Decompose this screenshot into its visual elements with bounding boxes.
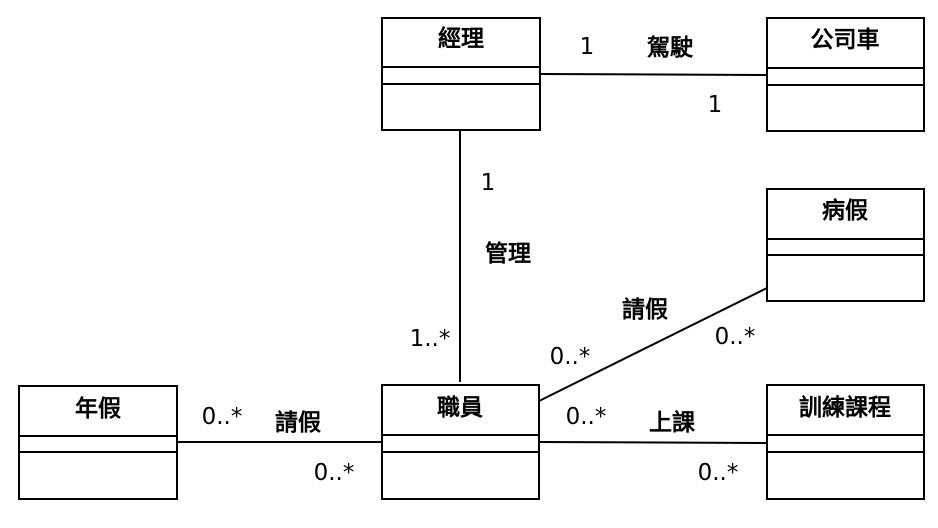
drive-association-name: 駕駛 — [647, 34, 694, 61]
class-employee[interactable]: 職員 — [381, 384, 540, 500]
drive-association-line — [539, 73, 768, 76]
class-company-car-name: 公司車 — [811, 27, 880, 53]
drive-mult-manager: 1 — [580, 34, 595, 60]
attend-association-name: 上課 — [649, 409, 696, 436]
annual-request-mult-employee: 0..* — [314, 460, 355, 486]
class-company-car[interactable]: 公司車 — [766, 17, 925, 132]
class-manager[interactable]: 經理 — [381, 17, 541, 131]
annual-request-association-name: 請假 — [275, 409, 321, 436]
drive-mult-car: 1 — [708, 92, 723, 118]
class-employee-name: 職員 — [437, 394, 483, 421]
training-association-line — [538, 441, 768, 444]
class-sick-leave-name: 病假 — [822, 197, 868, 224]
class-manager-name: 經理 — [438, 25, 484, 52]
sick-request-mult-employee: 0..* — [550, 344, 591, 370]
class-sick-leave[interactable]: 病假 — [766, 188, 925, 302]
class-training-course[interactable]: 訓練課程 — [766, 384, 925, 500]
manage-mult-employee: 1..* — [410, 326, 451, 352]
manage-mult-manager: 1 — [481, 170, 496, 196]
attend-mult-employee: 0..* — [566, 404, 607, 430]
sick-request-mult-sick: 0..* — [715, 324, 756, 350]
sick-leave-association-line — [538, 287, 768, 402]
class-training-course-name: 訓練課程 — [799, 394, 891, 421]
manage-association-name: 管理 — [485, 240, 531, 267]
attend-mult-course: 0..* — [698, 460, 739, 486]
annual-request-mult-annual: 0..* — [202, 404, 243, 430]
sick-request-association-name: 請假 — [622, 296, 668, 323]
class-annual-leave[interactable]: 年假 — [18, 385, 178, 500]
class-annual-leave-name: 年假 — [75, 395, 121, 422]
